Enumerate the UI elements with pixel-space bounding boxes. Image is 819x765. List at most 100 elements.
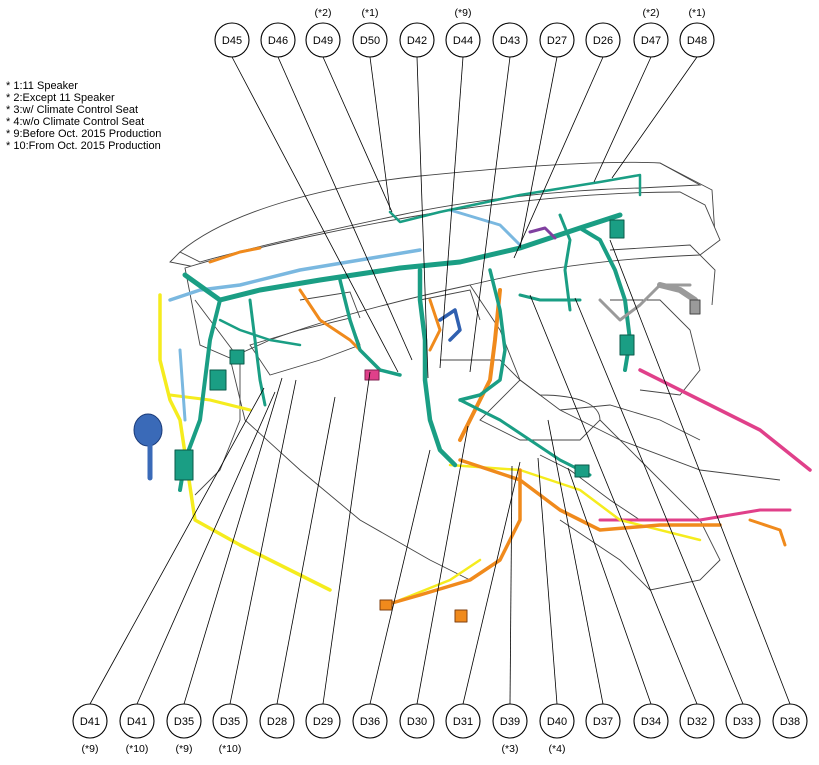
connector-callout-d26: D26 [585, 22, 621, 58]
connector-callout-d33: D33 [725, 703, 761, 739]
callout-circle [352, 703, 388, 739]
leader-d28 [276, 396, 336, 705]
callout-circle [492, 22, 528, 58]
leader-d45 [231, 56, 399, 373]
connector-label: D37 [593, 716, 613, 728]
connector-condition: (*10) [126, 743, 149, 755]
leader-d35 [229, 379, 297, 705]
leader-d36 [369, 449, 431, 705]
connector-callout-d42: D42 [399, 22, 435, 58]
connector-label: D26 [593, 35, 613, 47]
leader-d46 [277, 56, 413, 361]
connector-callout-d30: D30 [399, 703, 435, 739]
connector-label: D40 [547, 716, 567, 728]
footnote-4: * 4:w/o Climate Control Seat [6, 116, 145, 128]
footnote-legend: * 1:11 Speaker * 2:Except 11 Speaker * 3… [6, 80, 161, 152]
footnote-1: * 1:11 Speaker [6, 80, 78, 92]
connector-condition: (*2) [643, 7, 660, 19]
callout-circle [260, 22, 296, 58]
connector-label: D38 [780, 716, 800, 728]
callout-circle [259, 703, 295, 739]
connector-callout-d38: D38 [772, 703, 808, 739]
callout-circle [679, 22, 715, 58]
connector-callout-d27: D27 [539, 22, 575, 58]
connector-label: D45 [222, 35, 242, 47]
callout-circle [399, 22, 435, 58]
connector-callout-d35: D35(*9) [166, 703, 202, 755]
callout-circle [119, 703, 155, 739]
leader-d39 [509, 465, 513, 705]
callout-circle [585, 703, 621, 739]
footnote-9: * 9:Before Oct. 2015 Production [6, 128, 162, 140]
connector-callout-d47: D47(*2) [633, 7, 669, 58]
callout-circle [305, 703, 341, 739]
footnote-10: * 10:From Oct. 2015 Production [6, 140, 161, 152]
callout-circle [633, 703, 669, 739]
leader-d26 [513, 56, 604, 259]
top-connector-callouts: D45 D46 D49 (*2) D50(*1) D42 D44 (*9) D43 D27 D26 D… [214, 7, 715, 58]
callout-circle [539, 22, 575, 58]
connector-label: D39 [500, 716, 520, 728]
connector-label: D42 [407, 35, 427, 47]
connector-condition: (*4) [549, 743, 566, 755]
leader-d32 [529, 294, 698, 705]
connector-callout-d37: D37 [585, 703, 621, 739]
leader-d41 [89, 387, 265, 705]
leader-lines [89, 56, 791, 705]
leader-d48 [611, 56, 698, 179]
leader-d44 [439, 56, 464, 369]
leader-d35 [183, 377, 283, 705]
callout-circle [633, 22, 669, 58]
leader-d43 [469, 56, 511, 373]
callout-circle [399, 703, 435, 739]
callout-circle [772, 703, 808, 739]
callout-circle [445, 703, 481, 739]
connector-callout-d41: D41(*9) [72, 703, 108, 755]
connector-condition: (*9) [82, 743, 99, 755]
callout-circle [539, 703, 575, 739]
connector-condition: (*2) [315, 7, 332, 19]
connector-label: D43 [500, 35, 520, 47]
leader-d47 [593, 56, 652, 183]
connector-label: D28 [267, 716, 287, 728]
connector-callout-d50: D50(*1) [352, 7, 388, 58]
leader-d42 [416, 56, 429, 379]
footnote-3: * 3:w/ Climate Control Seat [6, 104, 139, 116]
connector-callout-d49: D49 (*2) [305, 7, 341, 58]
connector-callout-d41: D41 (*10) [119, 703, 155, 755]
callout-circle [352, 22, 388, 58]
wire-harness [133, 173, 812, 623]
leader-d40 [537, 457, 558, 705]
connector-callout-d48: D48(*1) [679, 7, 715, 58]
connector-callout-d29: D29 [305, 703, 341, 739]
connector-label: D49 [313, 35, 333, 47]
leader-d33 [574, 297, 744, 705]
connector-label: D33 [733, 716, 753, 728]
connector-callout-d46: D46 [260, 22, 296, 58]
connector-label: D34 [641, 716, 661, 728]
connector-callout-d32: D32 [679, 703, 715, 739]
callout-circle [725, 703, 761, 739]
connector-condition: (*10) [219, 743, 242, 755]
connector-label: D35 [174, 716, 194, 728]
connector-callout-d35: D35(*10) [212, 703, 248, 755]
leader-d34 [567, 467, 652, 705]
connector-condition: (*1) [689, 7, 706, 19]
connector-condition: (*9) [455, 7, 472, 19]
callout-circle [445, 22, 481, 58]
connector-label: D44 [453, 35, 473, 47]
footnote-2: * 2:Except 11 Speaker [6, 92, 115, 104]
connector-label: D41 [127, 716, 147, 728]
connector-label: D36 [360, 716, 380, 728]
callout-circle [585, 22, 621, 58]
connector-label: D29 [313, 716, 333, 728]
connector-label: D31 [453, 716, 473, 728]
leader-d41 [136, 391, 276, 705]
leader-d50 [369, 56, 391, 211]
callout-circle [166, 703, 202, 739]
connector-callout-d34: D34 [633, 703, 669, 739]
connector-callout-d39: D39(*3) [492, 703, 528, 755]
leader-d37 [547, 419, 604, 705]
connector-callout-d40: D40 (*4) [539, 703, 575, 755]
